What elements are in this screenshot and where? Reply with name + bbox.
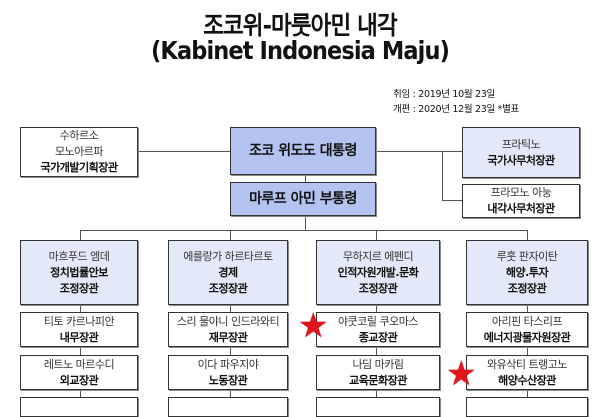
minister-box: 와유삭티 트랭고노 해양수산장관 — [466, 355, 588, 390]
minister-box-partial — [20, 397, 138, 417]
page-subtitle: (Kabinet Indonesia Maju) — [151, 36, 450, 65]
coordinator-box: 마흐푸드 엠데 정치법률안보 조정장관 — [20, 240, 138, 305]
minister-role: 내무장관 — [59, 330, 99, 344]
minister-box-partial — [168, 397, 288, 417]
minister-role: 경제 — [218, 265, 238, 279]
minister-role: 교육문화장관 — [349, 373, 407, 387]
minister-box: 티토 카르나피안 내무장관 — [20, 312, 138, 347]
minister-name: 레트노 마르수디 — [43, 357, 115, 371]
minister-name: 나딤 마카림 — [352, 357, 404, 371]
minister-role: 국가개발기획장관 — [40, 161, 118, 174]
president-box: 조코 위도도 대통령 — [230, 127, 376, 175]
new-minister-star-icon: ★ — [446, 354, 477, 394]
minister-box: 아리핀 타스리프 에너지광물자원장관 — [466, 312, 588, 347]
connector — [442, 200, 462, 201]
reshuffle-date: 개편 : 2020년 12월 23일 *별표 — [393, 104, 519, 115]
vice-president-role: 마루프 아민 부통령 — [249, 191, 357, 207]
minister-name: 프라틱노 — [501, 137, 541, 151]
coordinator-box: 루훗 판자이탄 해양.투자 조정장관 — [466, 240, 588, 305]
minister-role: 조정장관 — [208, 281, 248, 295]
minister-role: 재무장관 — [208, 330, 248, 344]
minister-name: 에를랑가 하르타르토 — [183, 249, 273, 263]
minister-role: 조정장관 — [59, 281, 99, 295]
coordinator-box: 에를랑가 하르타르토 경제 조정장관 — [168, 240, 288, 305]
minister-box: 이다 파우지야 노동장관 — [168, 355, 288, 390]
minister-role: 내각사무처장관 — [487, 202, 555, 215]
minister-box: 야쿳코릴 쿠오마스 종교장관 — [316, 312, 440, 347]
minister-name: 마흐푸드 엠데 — [48, 249, 110, 263]
minister-name: 아리핀 타스리프 — [491, 314, 563, 328]
minister-name: 수하르소 — [59, 129, 99, 142]
cabinet-secretary-box: 프라모노 아눙 내각사무처장관 — [462, 184, 580, 218]
minister-name: 티토 카르나피안 — [43, 314, 115, 328]
minister-name: 와유삭티 트랭고노 — [487, 357, 567, 371]
minister-name: 모노아르파 — [54, 145, 104, 158]
minister-box: 레트노 마르수디 외교장관 — [20, 355, 138, 390]
new-minister-star-icon: ★ — [298, 306, 329, 346]
minister-name: 이다 파우지야 — [197, 357, 259, 371]
minister-box-partial — [466, 397, 588, 417]
minister-box-partial — [316, 397, 440, 417]
minister-role: 국가사무처장관 — [487, 153, 555, 167]
minister-name: 무하지르 에펜디 — [342, 249, 414, 263]
connector — [442, 151, 443, 201]
connector — [138, 151, 230, 152]
minister-name: 스리 물야니 인드라와티 — [176, 314, 280, 328]
president-role: 조코 위도도 대통령 — [249, 143, 357, 159]
connector — [80, 230, 527, 231]
minister-role: 종교장관 — [358, 330, 398, 344]
minister-role: 해양수산장관 — [498, 373, 556, 387]
minister-box: 스리 물야니 인드라와티 재무장관 — [168, 312, 288, 347]
page-title: 조코위-마룻아민 내각 — [203, 11, 397, 40]
minister-role: 에너지광물자원장관 — [483, 330, 571, 344]
minister-name: 루훗 판자이탄 — [496, 249, 558, 263]
minister-role: 해양.투자 — [505, 265, 549, 279]
minister-name: 야쿳코릴 쿠오마스 — [338, 314, 418, 328]
inauguration-date: 취임 : 2019년 10월 23일 — [393, 89, 495, 100]
minister-role: 인적자원개발.문화 — [337, 265, 419, 279]
connector — [442, 151, 462, 152]
minister-role: 외교장관 — [59, 373, 99, 387]
state-secretary-box: 프라틱노 국가사무처장관 — [462, 127, 580, 178]
vice-president-box: 마루프 아민 부통령 — [230, 182, 376, 216]
connector — [376, 151, 442, 152]
minister-role: 조정장관 — [358, 281, 398, 295]
coordinator-box: 무하지르 에펜디 인적자원개발.문화 조정장관 — [316, 240, 440, 305]
minister-box: 나딤 마카림 교육문화장관 — [316, 355, 440, 390]
planning-minister-box: 수하르소 모노아르파 국가개발기획장관 — [20, 127, 138, 177]
minister-role: 노동장관 — [208, 373, 248, 387]
minister-role: 정치법률안보 — [50, 265, 108, 279]
minister-name: 프라모노 아눙 — [490, 186, 552, 199]
minister-role: 조정장관 — [507, 281, 547, 295]
